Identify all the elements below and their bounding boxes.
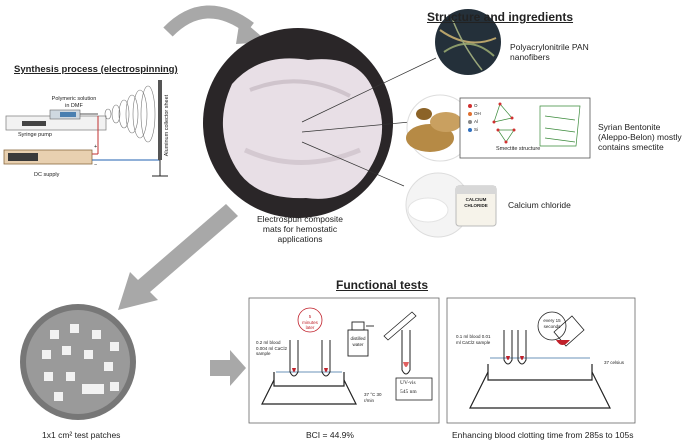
- bci-minutes-note: 5 minutes later: [302, 314, 318, 330]
- legend-al: Al: [474, 119, 479, 124]
- diagonal-arrow: [118, 204, 238, 310]
- plus-sign: +: [94, 144, 98, 150]
- syringe-pump-label: Syringe pump: [18, 132, 52, 138]
- temp-note: 37 celsius: [604, 360, 625, 365]
- bci-test-box: [248, 297, 440, 424]
- calcium-label: Calcium chloride: [508, 200, 571, 210]
- minus-sign: −: [94, 162, 98, 168]
- shaker-note: 37 °C 30 r/min: [364, 392, 382, 403]
- wavelength-label: 545 nm: [400, 389, 417, 395]
- clotting-caption: Enhancing blood clotting time from 285s …: [452, 430, 634, 440]
- structure-title: Structure and ingredients: [427, 10, 574, 24]
- electrospun-caption: Electrospun composite mats for hemostati…: [257, 214, 343, 244]
- synthesis-title: Synthesis process (electrospinning): [14, 64, 178, 75]
- mat-sheet: [222, 58, 383, 199]
- bci-caption: BCI = 44.9%: [306, 430, 354, 440]
- polymeric-solution-label: Polymeric solution in DMF: [51, 96, 97, 109]
- water-label: distilled water: [350, 336, 366, 347]
- every-note: every 15 seconds: [543, 318, 561, 329]
- legend-oh: OH: [474, 111, 481, 116]
- collector-sheet: [158, 80, 162, 160]
- dc-supply-label: DC supply: [34, 172, 60, 178]
- smectite-box: [459, 97, 591, 159]
- collector-label: Aluminum collector sheet: [163, 94, 170, 157]
- legend-o: O: [474, 103, 478, 108]
- bci-blood-note: 0.2 ml blood 0.004 ml CaCl2 sample: [256, 340, 288, 356]
- patches-caption: 1x1 cm² test patches: [42, 430, 121, 440]
- smectite-structure-label: Smectite structure: [496, 146, 541, 152]
- jar-label: CALCIUM CHLORIDE: [464, 197, 488, 208]
- clotting-blood-note: 0.1 ml blood 0.01 ml CaCl2 sample: [456, 334, 491, 345]
- functional-title: Functional tests: [336, 278, 429, 292]
- curved-arrow: [163, 5, 254, 37]
- pan-label: Polyacrylonitrile PAN nanofibers: [510, 42, 589, 62]
- uv-label: UV-vis: [400, 380, 416, 386]
- right-arrow: [210, 350, 246, 386]
- bentonite-label: Syrian Bentonite (Aleppo-Belon) mostly c…: [598, 122, 682, 152]
- legend-si: Si: [474, 127, 479, 132]
- clotting-test-box: [446, 297, 636, 424]
